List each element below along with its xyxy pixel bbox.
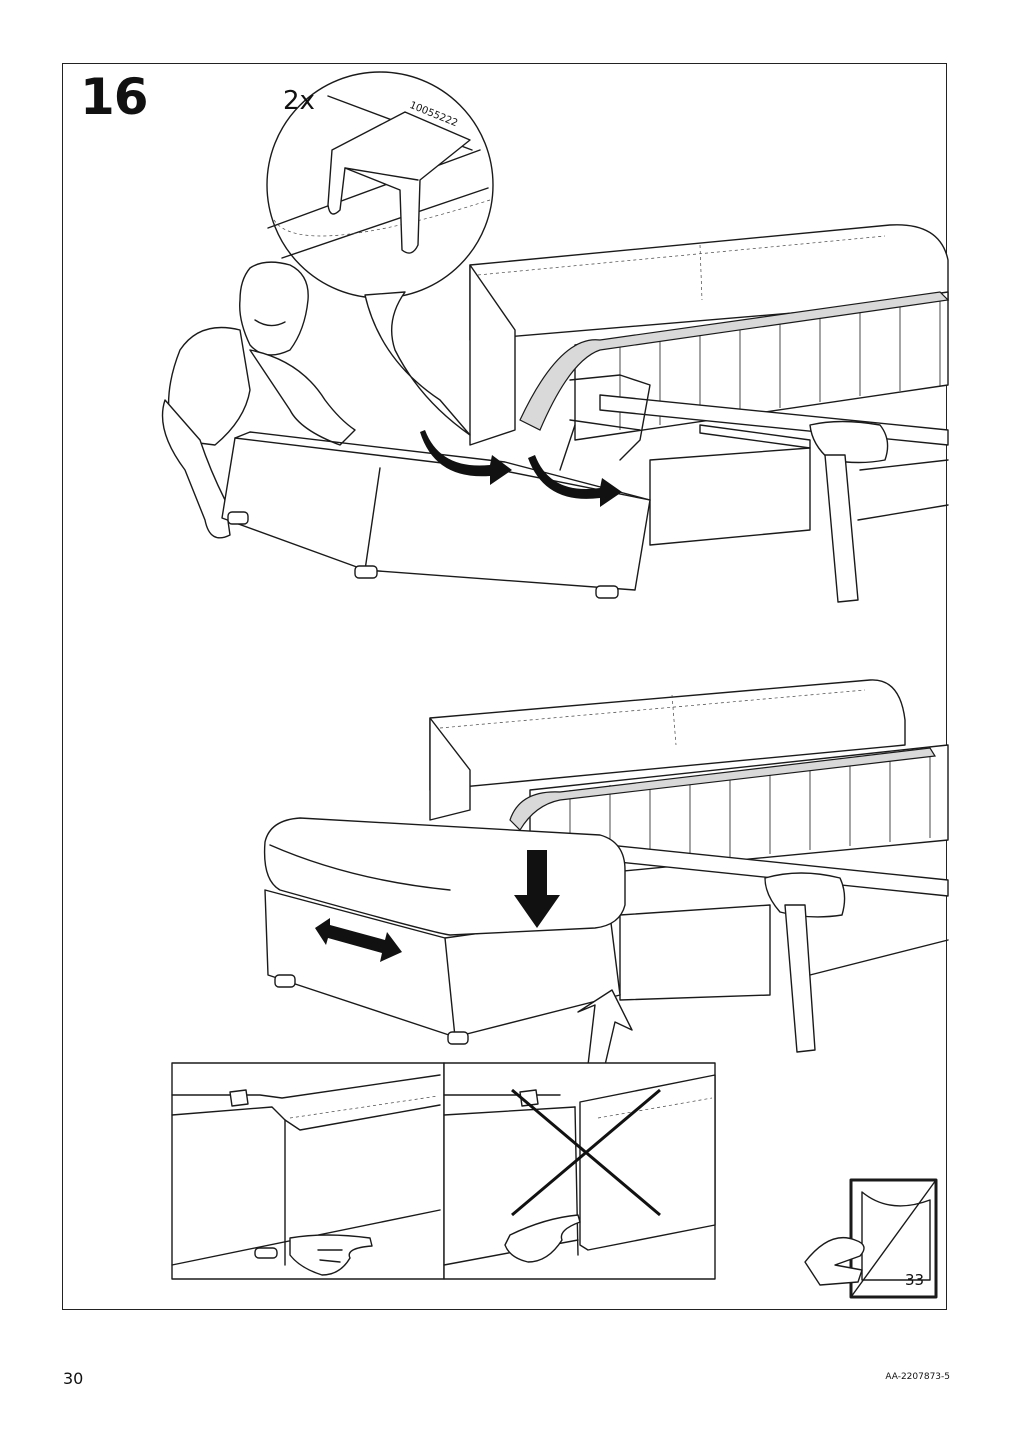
document-code: AA-2207873-5 bbox=[885, 1372, 950, 1382]
quantity-label: 2x bbox=[283, 86, 315, 116]
sofa-frame-bottom bbox=[429, 679, 949, 1053]
step-number: 16 bbox=[80, 68, 149, 126]
cross-mark-icon bbox=[511, 1088, 661, 1217]
page-reference-label[interactable]: 33 bbox=[905, 1271, 925, 1289]
step-frame bbox=[62, 63, 947, 1310]
connector-clip-icon bbox=[327, 111, 471, 254]
page-turn-icon[interactable] bbox=[804, 1178, 938, 1299]
inset-incorrect bbox=[443, 1062, 716, 1280]
rotation-arrow-icon bbox=[420, 430, 622, 507]
callout-arrow bbox=[577, 989, 633, 1066]
sofa-frame-top bbox=[469, 224, 950, 603]
pointing-hand-icon bbox=[289, 1234, 373, 1276]
double-arrow-icon bbox=[315, 918, 402, 962]
page-number: 30 bbox=[63, 1369, 84, 1388]
person-icon bbox=[161, 261, 356, 539]
down-arrow-icon bbox=[514, 850, 560, 928]
